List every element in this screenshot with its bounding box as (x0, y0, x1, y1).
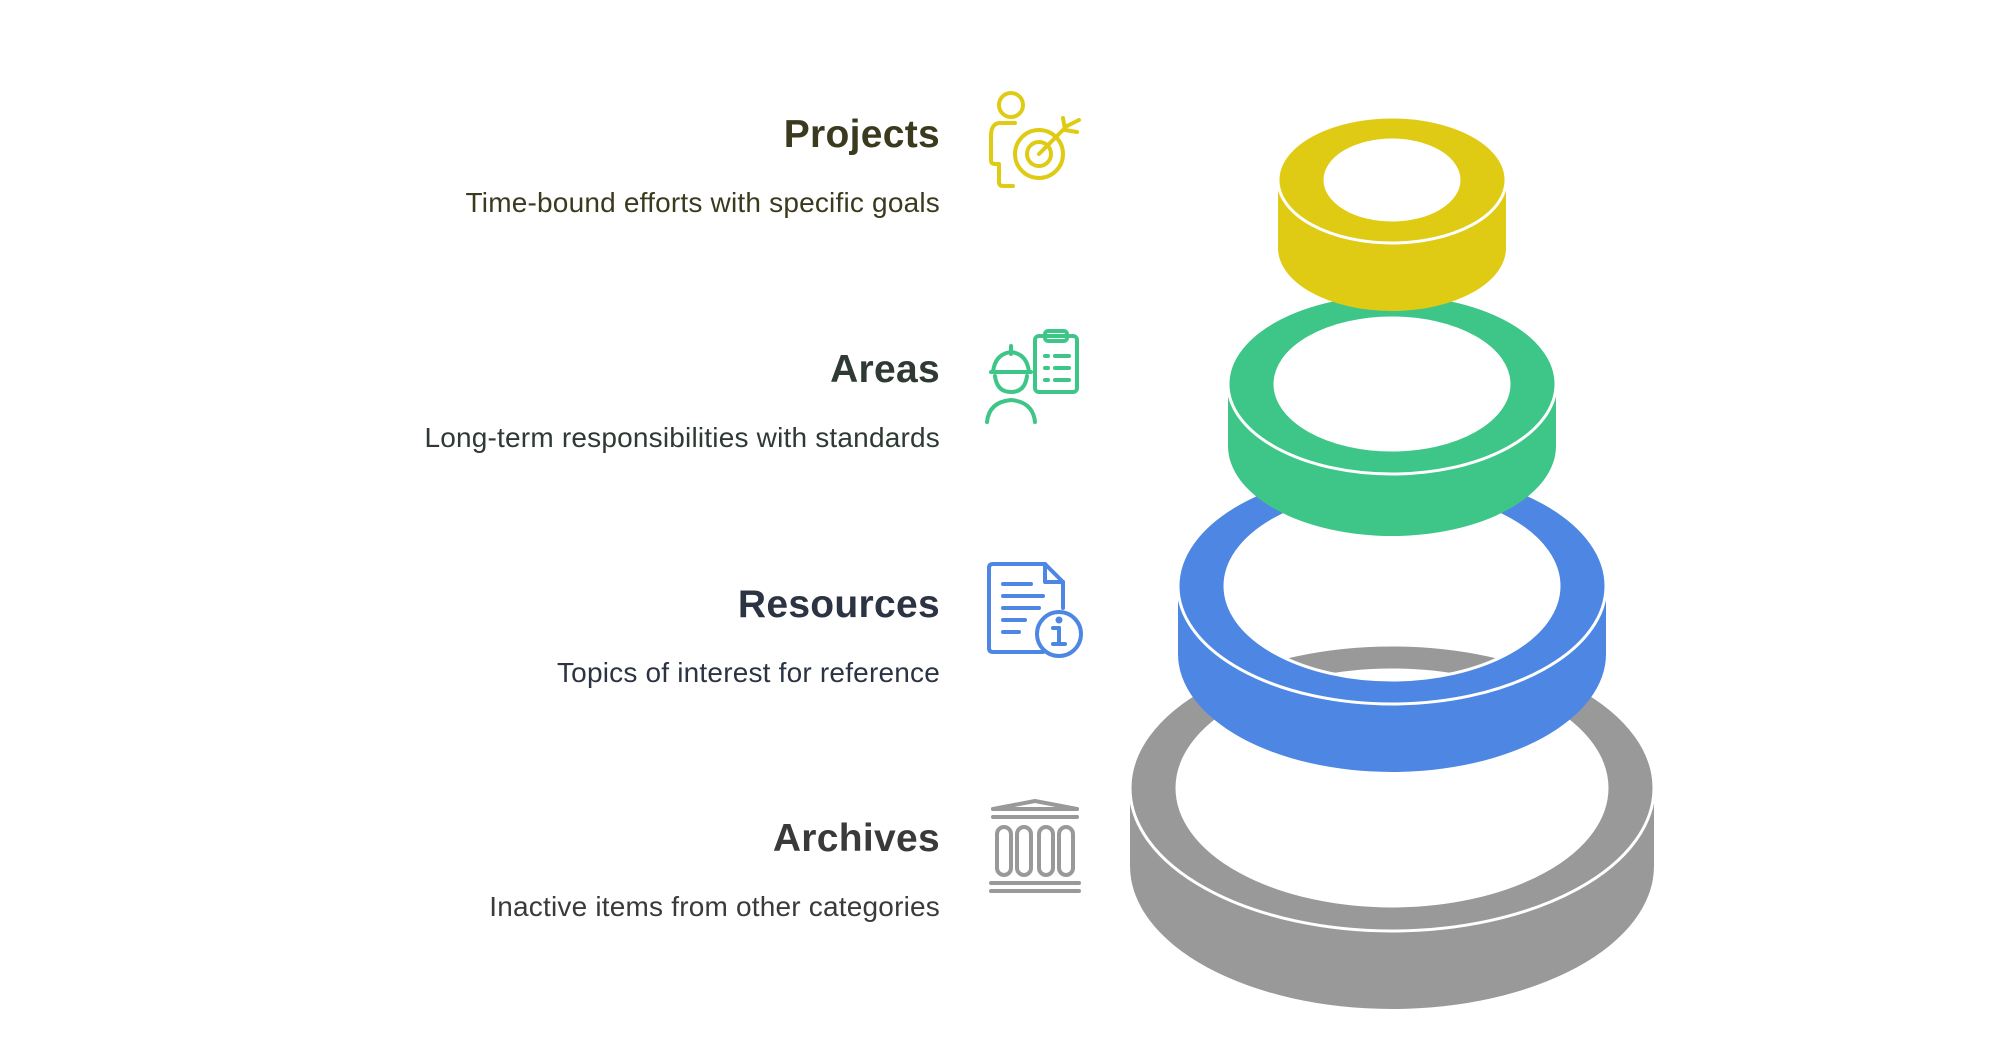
ring-projects (1276, 115, 1508, 311)
item-description: Long-term responsibilities with standard… (424, 422, 940, 453)
person-target-icon (989, 91, 1081, 188)
worker-clipboard-icon (985, 329, 1079, 424)
archive-building-icon (989, 799, 1081, 893)
ring-archives (1128, 643, 1656, 1009)
item-projects: Projects Time-bound efforts with specifi… (140, 113, 940, 219)
item-title: Resources (737, 583, 940, 626)
ring-areas (1226, 292, 1558, 536)
item-description: Inactive items from other categories (489, 891, 940, 922)
item-description: Time-bound efforts with specific goals (465, 187, 940, 218)
item-areas: Areas Long-term responsibilities with st… (140, 348, 940, 454)
item-title: Areas (830, 348, 940, 391)
item-resources: Resources Topics of interest for referen… (140, 583, 940, 689)
item-description: Topics of interest for reference (556, 657, 940, 688)
document-info-icon (987, 562, 1083, 658)
item-title: Archives (772, 817, 940, 860)
item-archives: Archives Inactive items from other categ… (140, 817, 940, 923)
item-title: Projects (783, 113, 940, 156)
